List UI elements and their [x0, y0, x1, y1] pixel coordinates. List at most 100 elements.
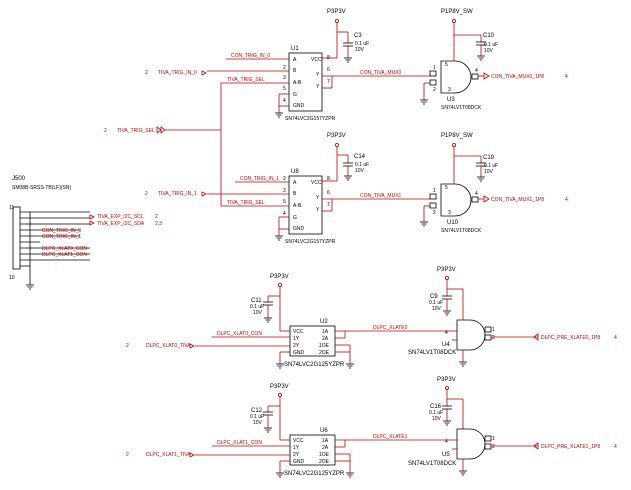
pin-label: 7	[327, 79, 330, 85]
u10-part: SN74LV1T08DCK	[441, 228, 482, 234]
pin-label: 2Y	[293, 452, 300, 458]
p3v3-rail-mid: P3P3V C14 0.1 uF 10V	[322, 133, 369, 182]
p3v3-label-u4: P3P3V	[437, 267, 456, 273]
pin-label: Y	[316, 72, 320, 78]
net-dlpc-xlate0: DLPC_XLATE0	[373, 325, 408, 331]
pin-label: 6	[327, 67, 330, 73]
net-con-tiva-mux0-1p8: CON_TIVA_MUX0_1P8	[491, 74, 544, 80]
c16-ref: C16	[430, 404, 442, 410]
c16-value: 0.1 uF	[429, 410, 443, 416]
net-dlpc-pre-xlate1-1p8: DLPC_PRE_XLATE1_1P8	[541, 444, 600, 450]
pin-label: 4	[475, 191, 478, 197]
u4-ref: U4	[442, 342, 450, 348]
p3v3-label-u5: P3P3V	[437, 377, 456, 383]
j500-connector: J500 SM08B-SRSS-TB(LF)(SN) 11 10 TIVA_EX…	[9, 176, 162, 290]
net-con-tiva-mux0: CON_TIVA_MUX0	[360, 70, 402, 76]
c16-voltage: 10V	[432, 416, 442, 422]
u5-ref: U5	[442, 452, 450, 458]
pin-label: Y	[316, 84, 320, 90]
pin-label: VCC	[293, 438, 304, 444]
pin-label: 4	[565, 197, 568, 203]
pin-label: 4	[445, 439, 448, 445]
net-dlpc-xlat1-tiva: DLPC_XLAT1_TIVA	[146, 452, 191, 458]
u6-ref: U6	[320, 428, 328, 434]
c10-ref: C10	[483, 33, 495, 39]
c14-ref: C14	[354, 154, 366, 160]
pin-label: 2OE	[319, 350, 330, 356]
u8-part: SN74LVC2G157YZPR	[285, 239, 336, 245]
p3v3-rail-u4: P3P3V C9 0.1 uF 10V	[429, 267, 464, 320]
u10-ref: U10	[447, 220, 459, 226]
pin-label: 4	[283, 98, 286, 104]
u2-buffer: U2 SN74LVC2G125YZPR VCC 1Y 2Y GND 1A 2A …	[276, 319, 354, 369]
pin-label: 2	[155, 214, 158, 220]
pin-label: 2	[283, 176, 286, 182]
pin-label: 4	[283, 211, 286, 217]
pin-label: 2	[433, 87, 436, 93]
pin-label: 4	[614, 335, 617, 341]
c9-ref: C9	[430, 294, 438, 300]
u10-and-gate: 5 1 2 4 3 U10 SN74LV1T08DCK CON_TIVA_MUX…	[420, 183, 568, 234]
pin-label: B	[293, 68, 297, 74]
j500-pin-bottom: 10	[9, 275, 15, 281]
net-dlpc-xlat0-tiva: DLPC_XLAT0_TIVA	[146, 343, 191, 349]
pin-label: 1	[492, 327, 495, 333]
pin-label: 5	[283, 86, 286, 92]
pin-label: Y	[316, 195, 320, 201]
j500-con-trig-in-0: CON_TRIG_IN_0	[42, 228, 81, 234]
pin-label: Y	[316, 207, 320, 213]
net-dlpc-xlate1: DLPC_XLATE1	[373, 434, 408, 440]
j500-con-trig-in-1: CON_TRIG_IN_1	[42, 234, 81, 240]
p3v3-rail-u2: P3P3V C11 0.1 uF 10V	[250, 274, 289, 331]
u2-nets: DLPC_XLAT0_CON 2 DLPC_XLAT0_TIVA DLPC_XL…	[126, 325, 452, 349]
net-con-tiva-mux1: CON_TIVA_MUX1	[360, 193, 402, 199]
pin-label: 2	[145, 70, 148, 76]
c19-value: 0.1 uF	[484, 163, 498, 169]
pin-label: 5	[445, 62, 448, 68]
pin-label: 2	[126, 452, 129, 458]
pin-label: 2A	[322, 336, 329, 342]
pin-label: 3	[283, 188, 286, 194]
u3-ref: U3	[447, 97, 455, 103]
net-tiva-trig-sel: TIVA_TRIG_SEL	[117, 128, 155, 134]
u6-part: SN74LVC2G125YZPR	[284, 471, 345, 477]
pin-label: 8	[327, 176, 330, 182]
net-con-trig-in-1: CON_TRIG_IN_1	[240, 176, 279, 182]
c12-ref: C12	[251, 408, 263, 414]
net-tiva-trig-in-0: TIVA_TRIG_IN_0	[158, 70, 197, 76]
j500-ref: J500	[12, 176, 26, 182]
p3v3-label: P3P3V	[327, 9, 346, 15]
net-tiva-trig-sel-u8: TIVA_TRIG_SEL	[227, 200, 265, 206]
u3-part: SN74LV1T08DCK	[441, 105, 482, 111]
net-dlpc-xlat0-con: DLPC_XLAT0_CON	[217, 331, 262, 337]
net-tiva-exp-i2c-scl: TIVA_EXP_I2C_SCL	[97, 214, 144, 220]
pin-label: A	[293, 57, 297, 63]
pin-label: 2	[283, 65, 286, 71]
pin-label: 2A	[322, 445, 329, 451]
pin-label: GND	[293, 350, 305, 356]
c19-ref: C19	[483, 155, 495, 161]
c3-ref: C3	[354, 33, 362, 39]
pin-label: 4	[614, 444, 617, 450]
u4-part: SN74LV1T08DCK	[408, 350, 456, 356]
pin-label: 3	[448, 87, 451, 93]
pin-label: 2,3	[155, 221, 162, 227]
u6-buffer: U6 SN74LVC2G125YZPR VCC 1Y 2Y GND 1A 2A …	[276, 428, 354, 478]
pin-label: 2	[492, 444, 495, 450]
pin-label: VCC	[311, 57, 322, 63]
j500-dlpc-xlat0-con: DLPC_XLAT0_CON	[42, 246, 87, 252]
pin-label: 1OE	[319, 452, 330, 458]
pin-label: 1	[433, 188, 436, 194]
c3-voltage: 10V	[355, 47, 365, 53]
c11-value: 0.1 uF	[250, 304, 264, 310]
j500-dlpc-xlat1-con: DLPC_XLAT1_CON	[42, 252, 87, 258]
c11-ref: C11	[251, 298, 262, 304]
c11-voltage: 10V	[253, 310, 263, 316]
pin-label: A-B	[293, 80, 302, 86]
pin-label: 4	[445, 330, 448, 336]
pin-label: 2	[126, 343, 129, 349]
u4-and-gate: 4 1 2 U4 SN74LV1T08DCK DLPC_PRE_XLATE0_1…	[408, 319, 617, 367]
pin-label: 3	[448, 210, 451, 216]
u2-ref: U2	[320, 319, 328, 325]
